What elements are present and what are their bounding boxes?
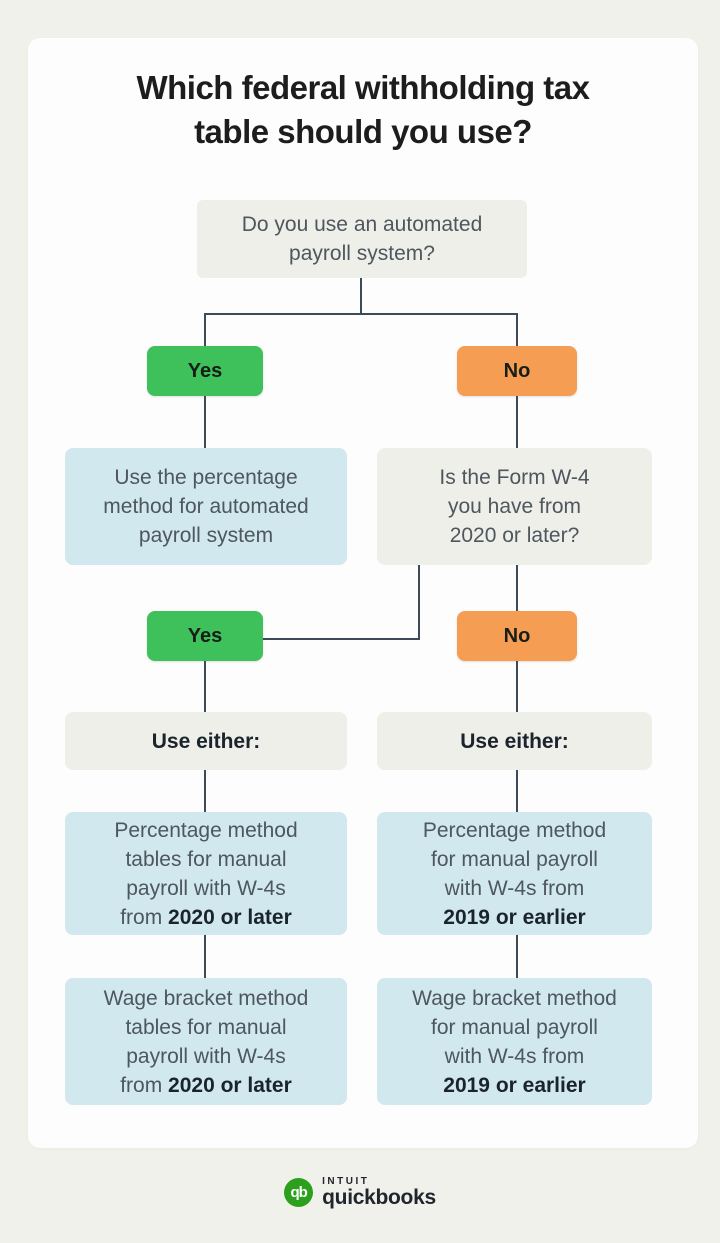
qb-icon: qb xyxy=(284,1178,314,1207)
result-line: 2019 or earlier xyxy=(423,903,606,932)
decision-box-w4-year: Is the Form W-4 you have from 2020 or la… xyxy=(377,448,652,565)
use-either-label-right: Use either: xyxy=(377,712,652,770)
decision-line: you have from xyxy=(447,495,582,518)
result-line: Percentage method xyxy=(422,818,607,842)
connector-use-either-left xyxy=(204,770,206,812)
connector-yes1-result xyxy=(204,396,206,448)
yes-badge-1: Yes xyxy=(147,346,263,396)
decision-line: payroll system? xyxy=(289,242,435,265)
brand-wordmark: INTUIT quickbooks xyxy=(322,1176,436,1209)
result-line: 2019 or earlier xyxy=(412,1071,617,1100)
result-line: with W-4s from xyxy=(444,1044,585,1068)
result-line: Percentage method xyxy=(114,818,298,842)
result-line-bold: 2019 or earlier xyxy=(443,905,586,929)
connector-q1-yes-drop xyxy=(204,313,206,346)
result-box-wage-bracket-2019: Wage bracket method for manual payroll w… xyxy=(377,978,652,1105)
intuit-wordmark: INTUIT xyxy=(322,1176,370,1187)
result-line: for manual payroll xyxy=(431,1015,598,1039)
page-title-line: table should you use? xyxy=(194,113,532,150)
quickbooks-wordmark: quickbooks xyxy=(322,1186,436,1209)
result-box-percentage-2020: Percentage method tables for manual payr… xyxy=(65,812,347,935)
result-line-prefix: from xyxy=(120,1073,169,1097)
connector-yes2-use-either xyxy=(204,661,206,712)
no-badge-2: No xyxy=(457,611,577,661)
result-line: Wage bracket method xyxy=(103,986,309,1010)
result-line: Use the percentage xyxy=(114,466,298,489)
connector-q2-yes-elbow xyxy=(263,638,420,640)
result-line: method for automated xyxy=(103,495,309,518)
connector-no2-use-either xyxy=(516,661,518,712)
decision-line: 2020 or later? xyxy=(449,524,580,547)
result-box-percentage-2019: Percentage method for manual payroll wit… xyxy=(377,812,652,935)
connector-q1-stem xyxy=(360,278,362,313)
result-line-prefix: from xyxy=(120,905,169,929)
connector-q2-no-drop xyxy=(516,565,518,611)
result-line: tables for manual xyxy=(125,847,287,871)
use-either-label-left: Use either: xyxy=(65,712,347,770)
connector-result-right xyxy=(516,935,518,978)
connector-q2-yes-drop xyxy=(418,565,420,640)
page-title: Which federal withholding tax table shou… xyxy=(28,66,698,154)
page-title-line: Which federal withholding tax xyxy=(136,69,590,106)
result-line: tables for manual xyxy=(125,1015,287,1039)
result-box-wage-bracket-2020: Wage bracket method tables for manual pa… xyxy=(65,978,347,1105)
result-line: payroll with W-4s xyxy=(126,876,286,900)
decision-line: Is the Form W-4 xyxy=(439,466,590,489)
result-line: payroll system xyxy=(138,524,274,547)
no-badge-1: No xyxy=(457,346,577,396)
quickbooks-logo: qb INTUIT quickbooks xyxy=(0,1176,720,1209)
result-line: from 2020 or later xyxy=(104,1071,309,1100)
result-line: for manual payroll xyxy=(431,847,598,871)
yes-badge-2: Yes xyxy=(147,611,263,661)
result-line: with W-4s from xyxy=(444,876,585,900)
infographic-card: Which federal withholding tax table shou… xyxy=(28,38,698,1148)
connector-use-either-right xyxy=(516,770,518,812)
result-line: from 2020 or later xyxy=(114,903,297,932)
result-line-bold: 2020 or later xyxy=(168,1073,292,1097)
connector-q1-no-drop xyxy=(516,313,518,346)
result-line: payroll with W-4s xyxy=(126,1044,286,1068)
result-line-bold: 2019 or earlier xyxy=(443,1073,586,1097)
result-line-bold: 2020 or later xyxy=(168,905,292,929)
decision-box-automated-payroll: Do you use an automated payroll system? xyxy=(197,200,527,278)
connector-q1-branch xyxy=(204,313,518,315)
connector-no1-q2 xyxy=(516,396,518,448)
result-line: Wage bracket method xyxy=(412,986,617,1010)
decision-line: Do you use an automated xyxy=(241,213,483,236)
result-box-percentage-automated: Use the percentage method for automated … xyxy=(65,448,347,565)
connector-result-left xyxy=(204,935,206,978)
